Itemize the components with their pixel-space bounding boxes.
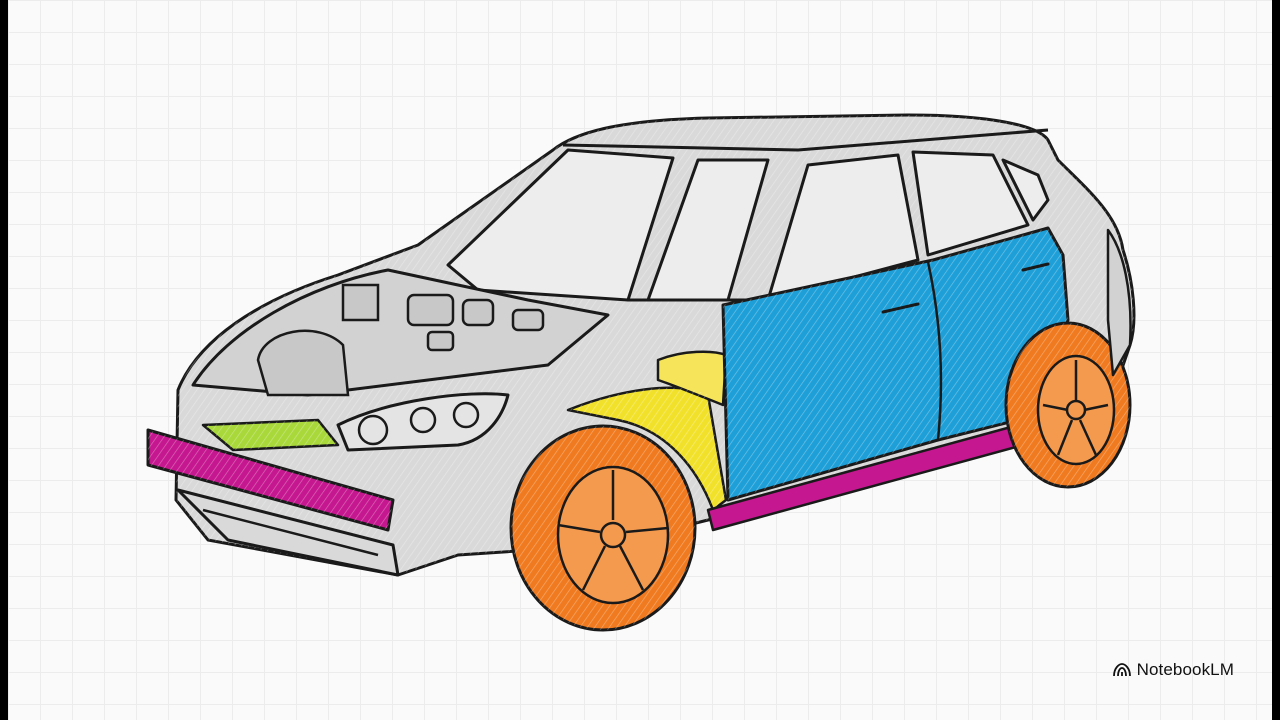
engine-bay xyxy=(191,268,610,397)
headlight xyxy=(336,392,510,452)
front-wheel xyxy=(509,424,697,632)
notebooklm-logo-icon xyxy=(1112,663,1131,677)
crash-box xyxy=(201,418,340,452)
rear-bumper xyxy=(1106,228,1132,377)
notebooklm-watermark: NotebookLM xyxy=(1112,660,1234,680)
car-illustration xyxy=(146,113,1136,632)
grid-paper-background: NotebookLM xyxy=(8,0,1272,720)
front-fender xyxy=(566,350,728,512)
letterbox-left xyxy=(0,0,8,720)
lower-front-fascia xyxy=(176,488,400,577)
rear-wheel xyxy=(1004,321,1132,489)
front-bumper-beam xyxy=(146,428,395,532)
side-doors xyxy=(721,226,1070,502)
letterbox-right xyxy=(1272,0,1280,720)
watermark-label: NotebookLM xyxy=(1136,660,1234,679)
greenhouse xyxy=(446,128,1050,302)
